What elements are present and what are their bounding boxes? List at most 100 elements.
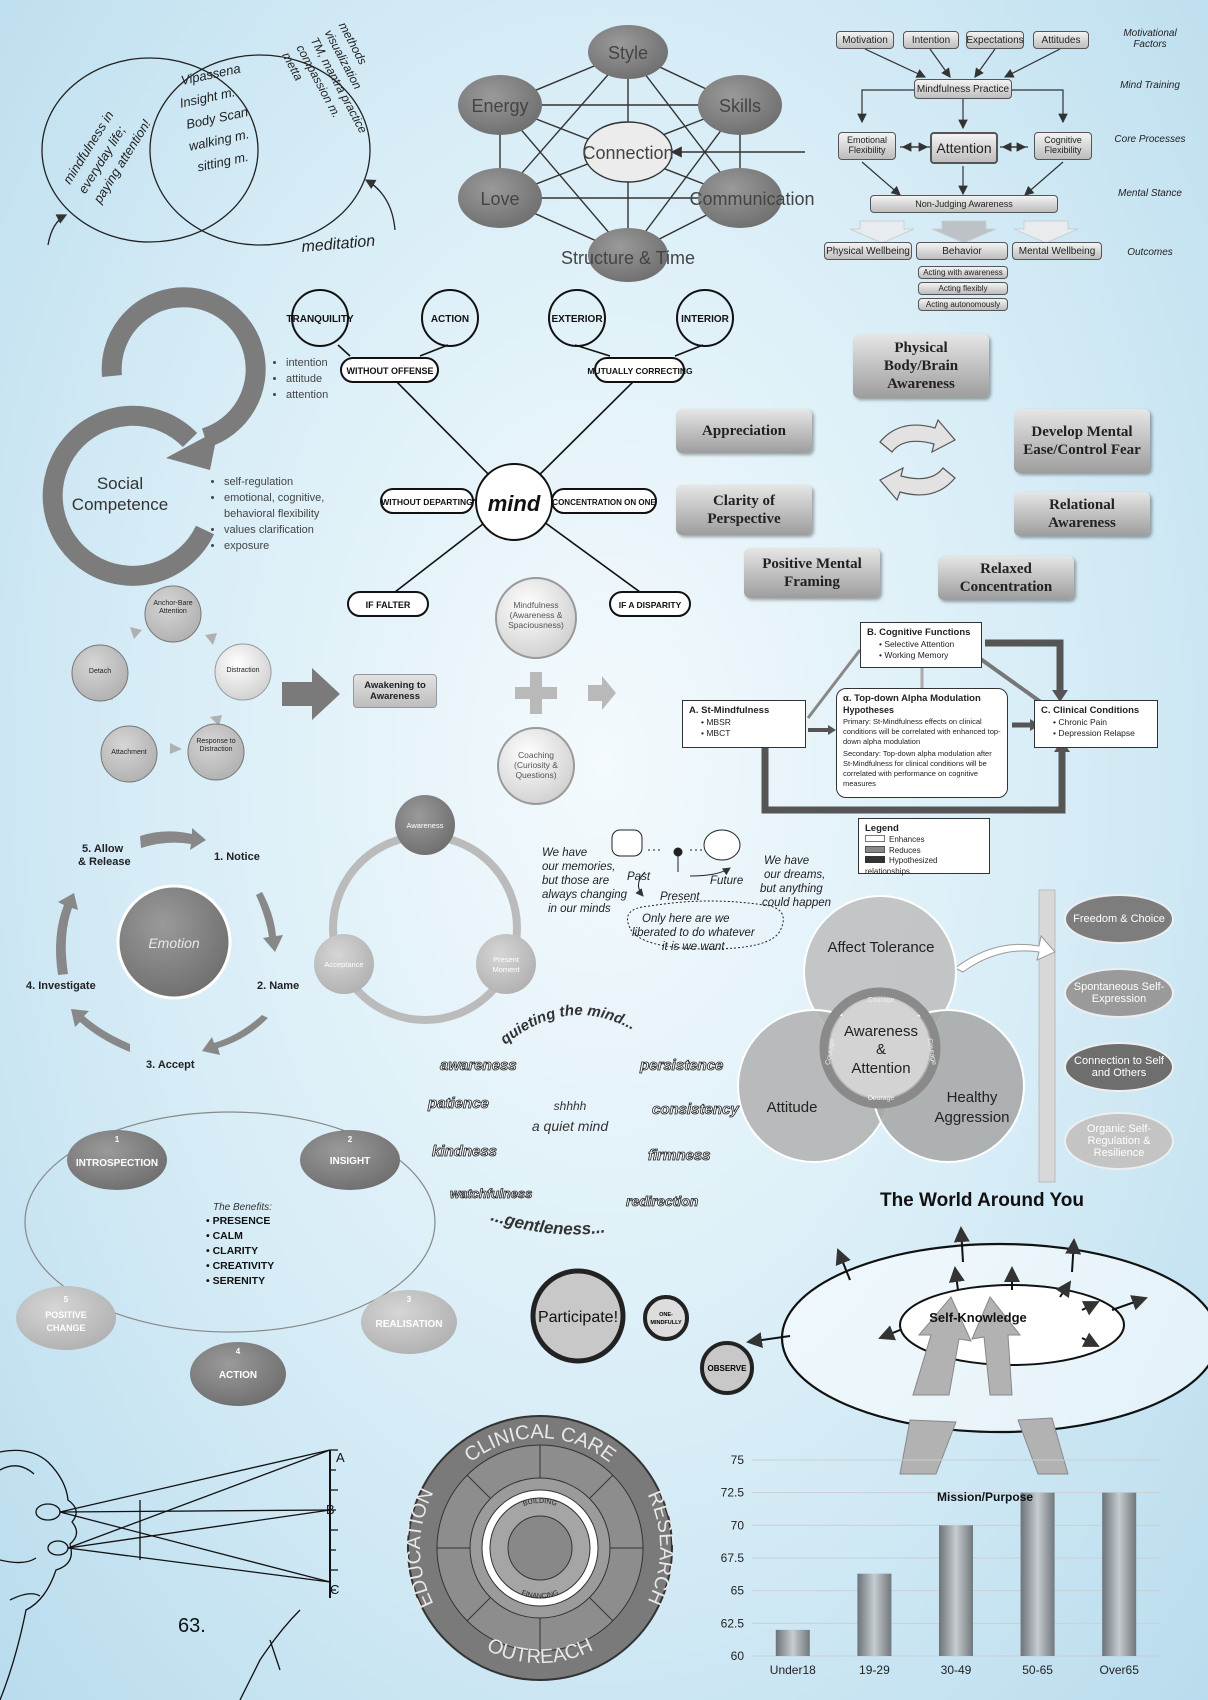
process-node-insight [300,1130,400,1190]
wheel-core [507,1515,573,1581]
affect-venn: Affect Tolerance Attitude Healthy Aggres… [737,889,1056,1183]
model-outcome-arrows [849,220,1079,244]
cycle-node-attachment [100,725,158,783]
social-bullet: self-regulation [224,475,354,491]
present-only-3: it is we want [662,941,725,953]
mind-circle-interior [676,289,734,347]
present-dreams-2: our dreams, [764,869,825,881]
emotion-step-name: 2. Name [257,980,299,992]
model-outcome-physical: Physical Wellbeing [824,242,912,260]
model-cognitive-box: Cognitive Flexibility [1034,132,1092,160]
process-node-positive [16,1286,116,1350]
emotion-center-circle [116,884,232,1000]
chart-y-tick: 67.5 [721,1551,745,1565]
mind-label-action: ACTION [431,314,469,325]
alpha-legend-item: Hypothesized relationships [865,856,938,876]
social-bullets-bottom: self-regulation emotional, cognitive, be… [210,475,354,555]
present-memories-3: but those are [542,875,609,887]
present-dreams-1: We have [764,855,809,867]
participate-big-label: Participate! [538,1309,618,1326]
process-num-3: 3 [407,1295,412,1304]
present-dreams-3: but anything [760,883,823,895]
cycle-big-arrow [282,668,340,720]
quiet-center-1: shhhh [554,1099,587,1113]
social-bullets-top: intention attitude attention [272,356,328,404]
mind-circle-action [421,289,479,347]
chart-bar [1020,1492,1055,1656]
affect-courage-top: Courage [868,997,895,1004]
social-bullet: emotional, cognitive, behavioral flexibi… [224,491,354,523]
participate-big-circle [530,1268,626,1364]
process-node-action [190,1342,286,1406]
mind-label-without-departing: WITHOUT DEPARTING [381,497,473,507]
venn-right-circle [149,54,371,246]
present-sketch [611,829,784,950]
quiet-arc-top: quieting the mind... [497,1002,638,1048]
process-benefit: • PRESENCE [206,1215,270,1227]
emotion-cycle [56,828,283,1055]
process-label-3: REALISATION [375,1319,442,1330]
affect-oval-connection: Connection to Self and Others [1064,1042,1174,1092]
model-behavior-awareness: Acting with awareness [918,266,1008,279]
emotion-arrow-2 [256,892,283,952]
coaching-plus [495,577,616,805]
model-behavior-autonomously: Acting autonomously [918,298,1008,311]
alpha-box-b: B. Cognitive Functions • Selective Atten… [860,622,982,668]
model-side-stance: Mental Stance [1118,188,1182,199]
world-pillar-right [971,1296,1022,1396]
chart-y-tick: 62.5 [721,1616,745,1630]
alpha-a-item: • MBSR [701,717,731,728]
network-node-style [588,25,668,79]
eye-page-number: 63. [178,1615,206,1637]
eye-letter-a: A [336,1450,345,1465]
process-benefit: • CLARITY [206,1245,258,1257]
alpha-c-item: • Depression Relapse [1053,728,1135,739]
alpha-a-title: A. St-Mindfulness [689,705,770,716]
mind-label-mutually-correcting: MUTUALLY CORRECTING [587,366,693,376]
social-competence-arcs [42,287,266,586]
model-side-core: Core Processes [1114,134,1186,145]
network-label-style: Style [608,43,648,63]
social-title-1: Social [97,474,143,493]
alpha-legend-item: Enhances [865,835,983,845]
alpha-b-item: • Selective Attention [879,639,955,650]
chart-bar [1102,1492,1137,1656]
mind-circle-exterior [548,289,606,347]
box-relational-awareness: Relational Awareness [1014,492,1150,536]
chart-y-tick: 60 [731,1649,745,1663]
mind-label-exterior: EXTERIOR [551,314,603,325]
process-benefit: • CALM [206,1230,243,1242]
emotion-arrow-4 [71,1009,130,1052]
chart-x-tick: Over65 [1100,1663,1140,1677]
participate-observe-circle [700,1341,754,1395]
alpha-legend-title: Legend [865,823,899,834]
model-practice-box: Mindfulness Practice [914,79,1012,99]
cycle-label-attachment: Attachment [111,749,147,756]
social-bullet: attention [286,388,328,404]
chart-bar [939,1525,973,1656]
emotion-step-release: & Release [78,856,131,868]
chart-x-tick: Under18 [770,1663,816,1677]
chart-x-tick: 30-49 [941,1663,972,1677]
social-arc-arrowhead [166,430,218,470]
process-num-4: 4 [236,1347,241,1356]
model-outcome-behavior: Behavior [916,242,1008,260]
affect-center-2: & [876,1041,886,1058]
chart-x-tick: 19-29 [859,1663,890,1677]
venn-middle-line: Insight m. [178,84,236,110]
process-benefit: • SERENITY [206,1275,265,1287]
mind-label-concentration: CONCENTRATION ON ONE [552,498,656,507]
social-arc-top [101,287,266,448]
present-only-2: liberated to do whatever [632,927,756,939]
process-node-introspection [67,1130,167,1190]
social-arc-bottom [42,405,215,586]
cycle-node-response [187,723,245,781]
triad-label-present-1: Present [493,955,520,964]
network-label-structure: Structure & Time [561,248,695,268]
eye-letter-c: C [330,1582,339,1597]
social-bullet: values clarification [224,523,354,539]
eye-etching [0,1449,338,1700]
box-physical-awareness: Physical Body/Brain Awareness [853,334,989,398]
network-node-connection [583,121,673,183]
emotion-center-label: Emotion [148,935,200,951]
